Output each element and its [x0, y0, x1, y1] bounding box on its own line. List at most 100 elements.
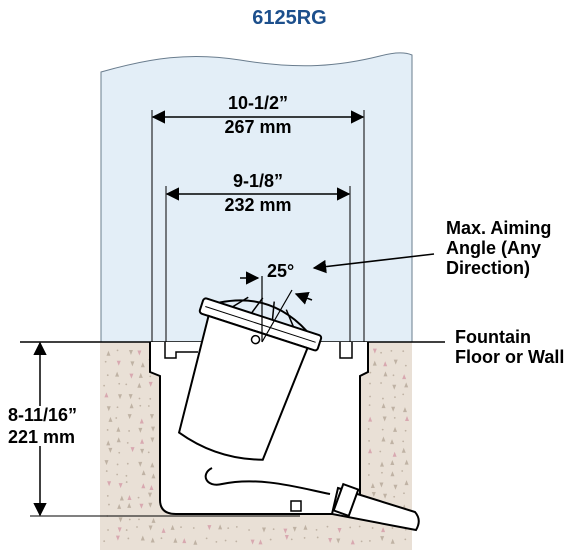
outer-width-imperial: 10-1/2” — [198, 94, 318, 112]
ground-speckle — [380, 461, 385, 467]
outer-width-metric: 267 mm — [224, 117, 292, 137]
ground-speckle — [303, 524, 308, 530]
ground-speckle — [404, 459, 409, 465]
ground-speckle — [116, 406, 119, 409]
ground-speckle — [402, 407, 407, 413]
ground-speckle — [115, 535, 120, 541]
ground-speckle — [107, 481, 112, 487]
ground-speckle — [336, 538, 341, 544]
ground-speckle — [148, 381, 153, 387]
floor-callout-line1: Fountain — [455, 327, 531, 347]
conduit-fitting — [332, 482, 360, 518]
product-title: 6125RG — [252, 7, 327, 29]
ground-speckle — [137, 382, 142, 388]
aiming-callout-leader — [312, 253, 435, 274]
ground-speckle — [258, 539, 263, 545]
ground-speckle — [118, 483, 123, 489]
ground-speckle — [393, 484, 398, 490]
ground-speckle — [138, 427, 143, 433]
ground-speckle — [106, 350, 111, 356]
ground-speckle — [371, 527, 374, 529]
ground-speckle — [283, 528, 288, 534]
ground-speckle — [394, 396, 396, 399]
ground-speckle — [118, 382, 121, 385]
ground-speckle — [381, 436, 386, 442]
ground-speckle — [403, 492, 405, 495]
ground-speckle — [381, 471, 383, 474]
ground-speckle — [368, 416, 373, 422]
ground-speckle — [170, 524, 175, 530]
ground-speckle — [372, 360, 377, 366]
light-fixture — [177, 296, 323, 461]
ground-speckle — [106, 374, 109, 377]
ground-speckle — [405, 416, 410, 422]
ground-speckle — [328, 538, 333, 544]
ground-speckle — [390, 471, 395, 477]
ground-speckle — [326, 525, 329, 528]
ground-speckle — [118, 451, 121, 454]
ground-speckle — [147, 405, 150, 407]
ground-speckle — [368, 463, 371, 465]
ground-speckle — [248, 529, 250, 531]
ground-speckle — [337, 527, 342, 533]
ground-speckle — [292, 526, 297, 532]
ground-speckle — [108, 503, 110, 506]
ground-speckle — [148, 502, 153, 508]
ground-speckle — [139, 404, 142, 407]
ground-speckle — [128, 394, 133, 400]
ground-speckle — [104, 392, 109, 398]
ground-speckle — [390, 439, 395, 445]
ground-speckle — [149, 375, 152, 378]
ground-speckle — [371, 492, 376, 498]
ground-speckle — [151, 473, 156, 479]
ground-speckle — [141, 483, 146, 489]
ground-speckle — [125, 383, 128, 386]
ground-speckle — [118, 394, 123, 400]
ground-speckle — [130, 447, 135, 453]
ground-speckle — [315, 528, 318, 531]
ground-speckle — [116, 473, 119, 476]
ground-speckle — [316, 536, 319, 539]
ground-speckle — [290, 538, 293, 541]
ground-speckle — [115, 371, 120, 377]
ground-speckle — [119, 495, 124, 501]
ground-speckle — [193, 539, 198, 545]
ground-speckle — [150, 537, 155, 543]
ground-speckle — [115, 417, 118, 419]
ground-speckle — [126, 462, 129, 465]
ground-speckle — [205, 537, 208, 540]
ground-speckle — [392, 384, 397, 390]
ground-speckle — [127, 537, 130, 540]
ground-speckle — [116, 349, 119, 352]
ground-speckle — [127, 494, 132, 500]
ground-speckle — [116, 426, 121, 432]
ground-speckle — [125, 529, 128, 531]
ground-speckle — [250, 539, 255, 545]
ground-speckle — [128, 430, 130, 432]
ground-speckle — [138, 397, 141, 400]
ground-speckle — [116, 463, 119, 466]
ground-speckle — [358, 525, 361, 528]
ground-speckle — [381, 527, 386, 533]
ground-speckle — [108, 447, 113, 453]
ground-speckle — [272, 528, 275, 531]
ground-speckle — [106, 440, 111, 446]
ground-speckle — [390, 538, 395, 544]
ground-speckle — [381, 428, 384, 431]
ground-speckle — [148, 492, 153, 498]
ground-speckle — [383, 493, 388, 499]
ground-speckle — [404, 429, 407, 432]
ground-speckle — [402, 374, 407, 380]
ground-speckle — [151, 426, 156, 432]
ground-speckle — [381, 403, 386, 409]
ground-speckle — [150, 462, 155, 468]
ground-speckle — [367, 428, 370, 430]
ground-speckle — [126, 441, 129, 444]
ground-speckle — [393, 417, 396, 419]
ground-speckle — [401, 470, 404, 472]
ground-speckle — [138, 461, 143, 467]
ground-speckle — [192, 527, 195, 529]
ground-speckle — [106, 429, 109, 431]
ground-speckle — [372, 348, 377, 354]
ground-speckle — [393, 426, 398, 432]
